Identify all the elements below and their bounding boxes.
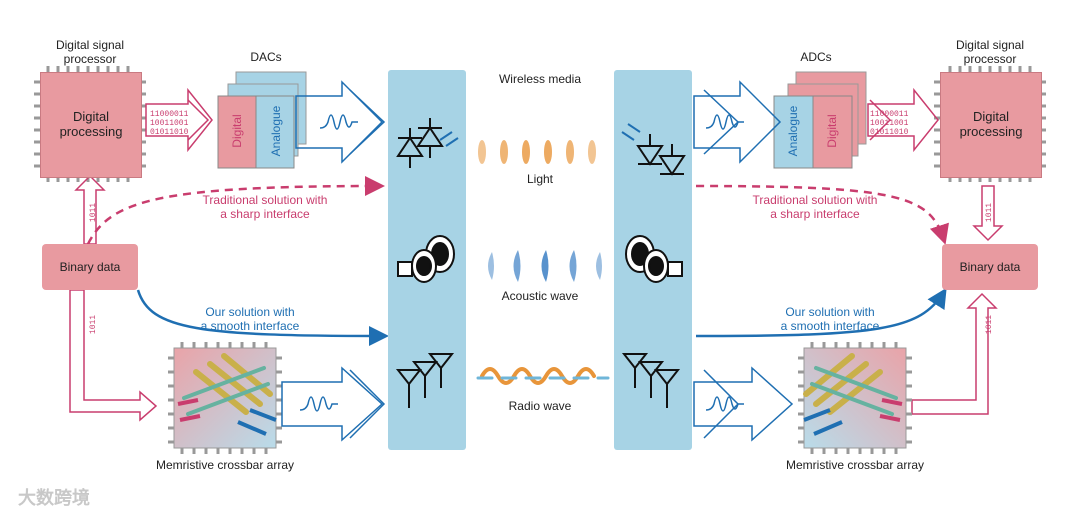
bits-right-line2: 10011001 <box>870 119 909 128</box>
wireless-media-label: Wireless media <box>498 72 582 86</box>
ours-right-label: Our solution with a smooth interface <box>750 305 910 333</box>
bits-left-line2: 10011001 <box>150 119 189 128</box>
wireless-panel-right <box>614 70 692 450</box>
dsp-right-processing-line2: processing <box>959 124 1023 139</box>
bits-left-line3: 01011010 <box>150 128 189 137</box>
adcs-label: ADCs <box>800 50 832 64</box>
watermark-text: 大数跨境 <box>18 488 90 508</box>
our-left-curve <box>136 289 389 346</box>
light-label: Light <box>526 172 554 186</box>
dsp-to-binary-arrow <box>972 185 1004 242</box>
traditional-right-line2: a sharp interface <box>770 207 860 221</box>
ours-left-line1: Our solution with <box>205 305 295 319</box>
traditional-left-line1: Traditional solution with <box>202 193 328 207</box>
dsp-right-chip: Digital processing <box>940 72 1042 178</box>
bits-vertical-right-top: 1011 <box>985 202 995 223</box>
binary-data-right: Binary data <box>942 244 1038 290</box>
dsp-to-dac-arrow <box>145 87 213 153</box>
dsp-right-pins <box>934 66 1046 182</box>
adc-cards <box>773 71 867 169</box>
ours-left-line2: a smooth interface <box>200 319 300 333</box>
traditional-right-line1: Traditional solution with <box>752 193 878 207</box>
dacs-label: DACs <box>250 50 282 64</box>
mem-left-wave-icon <box>299 396 338 412</box>
ours-left-label: Our solution with a smooth interface <box>170 305 330 333</box>
bits-vertical-left-bottom: 1011 <box>89 314 99 335</box>
ours-right-line2: a smooth interface <box>780 319 880 333</box>
dac-wave-icon <box>319 114 358 130</box>
dac-cards <box>217 71 307 169</box>
bits-left-line1: 11000011 <box>150 110 189 119</box>
bits-right-line1: 11000011 <box>870 110 909 119</box>
memristive-left-chip <box>168 342 282 454</box>
bits-vertical-right-bottom: 1011 <box>985 314 995 335</box>
traditional-right-label: Traditional solution with a sharp interf… <box>730 193 900 221</box>
binary-to-dsp-arrow <box>74 174 106 245</box>
memristive-right-chip <box>798 342 912 454</box>
radio-wave-icon <box>476 367 610 385</box>
dsp-left-title-line2: processor <box>63 52 117 66</box>
dsp-left-title-line1: Digital signal <box>55 38 125 52</box>
memristive-to-panel-arrow <box>281 366 386 442</box>
dsp-left-processing-line2: processing <box>59 124 123 139</box>
binary-data-left: Binary data <box>42 244 138 290</box>
dac-to-panel-arrow <box>295 80 386 164</box>
mem-right-wave-icon <box>705 396 744 412</box>
adc-to-dsp-arrow <box>867 87 939 153</box>
bits-right: 11000011 10011001 01011010 <box>870 110 908 137</box>
light-wave-icon <box>478 140 596 164</box>
dsp-right-title: Digital signal processor <box>940 38 1040 66</box>
our-right-curve <box>695 287 947 338</box>
dsp-right-title-line1: Digital signal <box>955 38 1025 52</box>
dac-analogue-label: Analogue <box>269 105 283 157</box>
binary-to-memristive-arrow <box>69 289 158 422</box>
adc-digital-label: Digital <box>825 114 839 148</box>
acoustic-wave-icon <box>488 250 602 282</box>
dsp-right-processing-line1: Digital <box>972 109 1010 124</box>
ours-right-line1: Our solution with <box>785 305 875 319</box>
panel-to-adc-arrow <box>693 80 782 164</box>
traditional-left-label: Traditional solution with a sharp interf… <box>180 193 350 221</box>
wireless-panel-left <box>388 70 466 450</box>
dsp-left-processing-line1: Digital <box>72 109 110 124</box>
traditional-left-line2: a sharp interface <box>220 207 310 221</box>
memristive-left-label: Memristive crossbar array <box>155 458 295 472</box>
dsp-left-title: Digital signal processor <box>40 38 140 66</box>
dsp-left-chip: Digital processing <box>40 72 142 178</box>
bits-left: 11000011 10011001 01011010 <box>150 110 188 137</box>
adc-wave-icon <box>705 114 744 130</box>
bits-vertical-left-top: 1011 <box>89 202 99 223</box>
radio-label: Radio wave <box>508 399 572 413</box>
memristive-to-binary-arrow <box>911 292 998 415</box>
dsp-right-title-line2: processor <box>963 52 1017 66</box>
memristive-right-label: Memristive crossbar array <box>785 458 925 472</box>
adc-analogue-label: Analogue <box>786 105 800 157</box>
traditional-left-curve <box>86 176 385 245</box>
dac-digital-label: Digital <box>230 114 244 148</box>
bits-right-line3: 01011010 <box>870 128 909 137</box>
acoustic-label: Acoustic wave <box>501 289 579 303</box>
